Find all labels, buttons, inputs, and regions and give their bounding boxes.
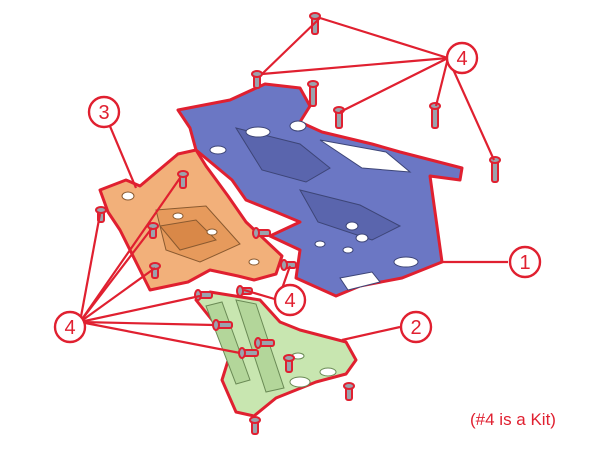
part-2-green-plate — [194, 290, 358, 418]
part-3-orange-bracket — [98, 148, 284, 292]
svg-text:4: 4 — [284, 290, 295, 312]
callout-4-top: 4 — [445, 41, 479, 75]
screw-icon — [238, 347, 259, 359]
svg-text:4: 4 — [64, 317, 75, 339]
svg-text:1: 1 — [519, 252, 530, 274]
screw-icon — [194, 289, 213, 301]
svg-text:2: 2 — [410, 317, 421, 339]
screw-icon — [343, 382, 355, 401]
screw-icon — [251, 70, 263, 89]
callout-2: 2 — [399, 310, 433, 344]
part-1-blue-plate — [176, 82, 464, 298]
leader-lines — [78, 16, 508, 355]
screw-icon — [489, 156, 501, 183]
callout-3: 3 — [87, 95, 121, 129]
screw-icon — [249, 416, 261, 435]
callout-1: 1 — [508, 245, 542, 279]
screw-icon — [280, 259, 297, 271]
kit-note: (#4 is a Kit) — [470, 410, 556, 429]
screw-icon — [254, 337, 275, 349]
svg-text:4: 4 — [456, 48, 467, 70]
screw-icon — [429, 102, 441, 129]
screw-icon — [95, 206, 107, 223]
screw-icon — [212, 319, 233, 331]
screw-icon — [283, 354, 295, 373]
callout-4-mid: 4 — [273, 283, 307, 317]
svg-text:3: 3 — [98, 102, 109, 124]
screw-icon — [252, 227, 271, 239]
screw-icon — [177, 170, 189, 189]
screw-icon — [307, 80, 319, 107]
callout-4-left: 4 — [53, 310, 87, 344]
